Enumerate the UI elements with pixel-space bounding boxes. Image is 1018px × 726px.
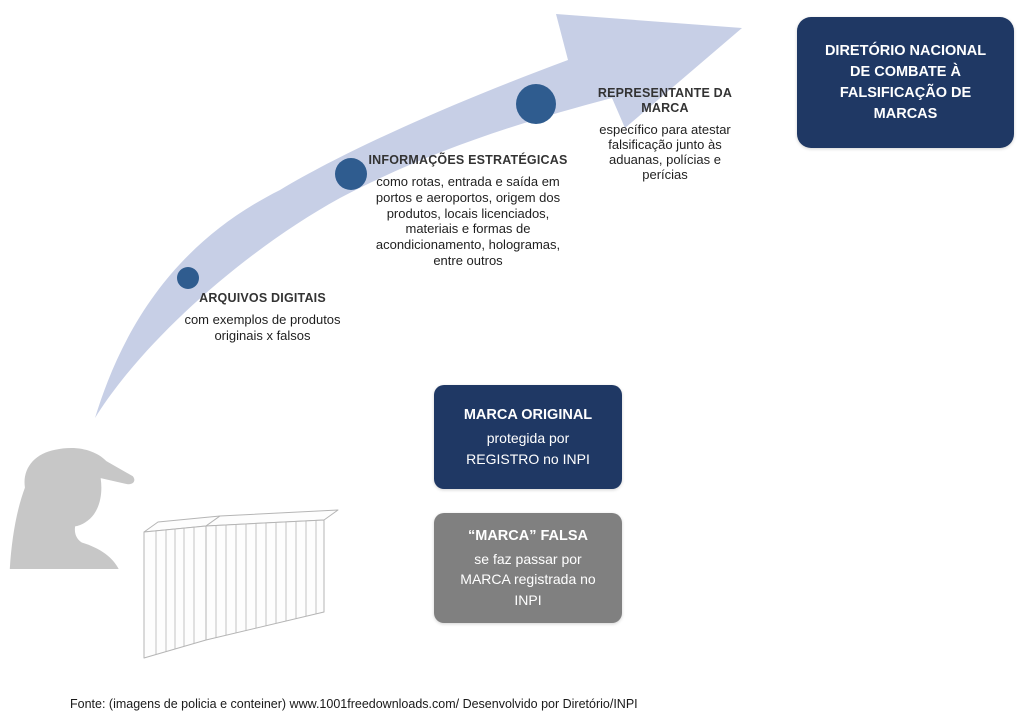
marca-original-title: MARCA ORIGINAL [463, 407, 593, 423]
shipping-container-icon [143, 509, 339, 659]
step-title: ARQUIVOS DIGITAIS [199, 291, 326, 305]
step-marker-1 [177, 267, 199, 289]
police-officer-silhouette [9, 448, 135, 569]
step-title: REPRESENTANTE DA MARCA [597, 86, 733, 115]
marca-original-body: protegida por REGISTRO no INPI [466, 430, 590, 467]
step-representante-da-marca: REPRESENTANTE DA MARCA específico para a… [586, 86, 744, 182]
step-arquivos-digitais: ARQUIVOS DIGITAIS com exemplos de produt… [160, 291, 365, 344]
container-corrugation-lines [215, 520, 317, 638]
growth-arrow-shape [95, 14, 742, 418]
police-officer-shape [9, 448, 135, 569]
step-title: INFORMAÇÕES ESTRATÉGICAS [368, 153, 568, 167]
container-door-rods [155, 527, 195, 655]
marca-falsa-body: se faz passar por MARCA registrada no IN… [460, 550, 596, 608]
step-marker-2 [335, 158, 367, 190]
container-side-face [205, 519, 325, 641]
step-description: específico para atestar falsificação jun… [599, 122, 731, 182]
marca-original-box: MARCA ORIGINAL protegida por REGISTRO no… [434, 385, 622, 489]
step-description: com exemplos de produtos originais x fal… [184, 312, 341, 343]
marca-falsa-box: “MARCA” FALSA se faz passar por MARCA re… [434, 513, 622, 623]
diretorio-nacional-text: DIRETÓRIO NACIONAL DE COMBATE À FALSIFIC… [824, 42, 987, 122]
marca-falsa-title: “MARCA” FALSA [467, 527, 589, 544]
step-description: como rotas, entrada e saída em portos e … [375, 174, 561, 268]
source-credit: Fonte: (imagens de policia e conteiner) … [70, 697, 638, 711]
step-informacoes-estrategicas: INFORMAÇÕES ESTRATÉGICAS como rotas, ent… [368, 153, 568, 269]
diretorio-nacional-box: DIRETÓRIO NACIONAL DE COMBATE À FALSIFIC… [797, 17, 1014, 148]
step-marker-3 [516, 84, 556, 124]
